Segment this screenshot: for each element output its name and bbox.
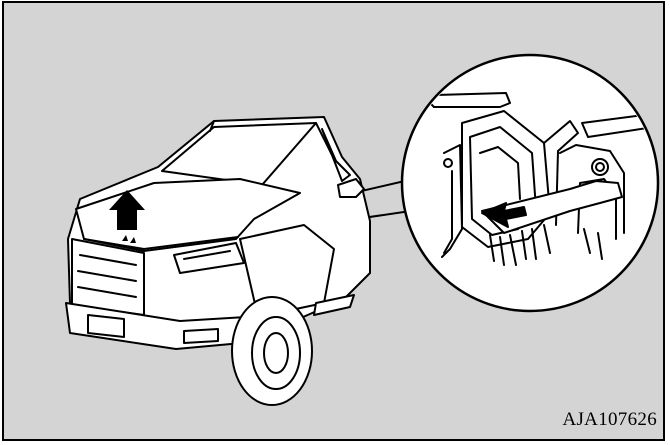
figure-code: AJA107626 bbox=[562, 409, 657, 431]
illustration-panel: AJA107626 bbox=[2, 1, 665, 441]
vehicle-drawing bbox=[66, 117, 370, 405]
hood-release-illustration bbox=[4, 3, 663, 439]
detail-circle bbox=[402, 55, 663, 311]
